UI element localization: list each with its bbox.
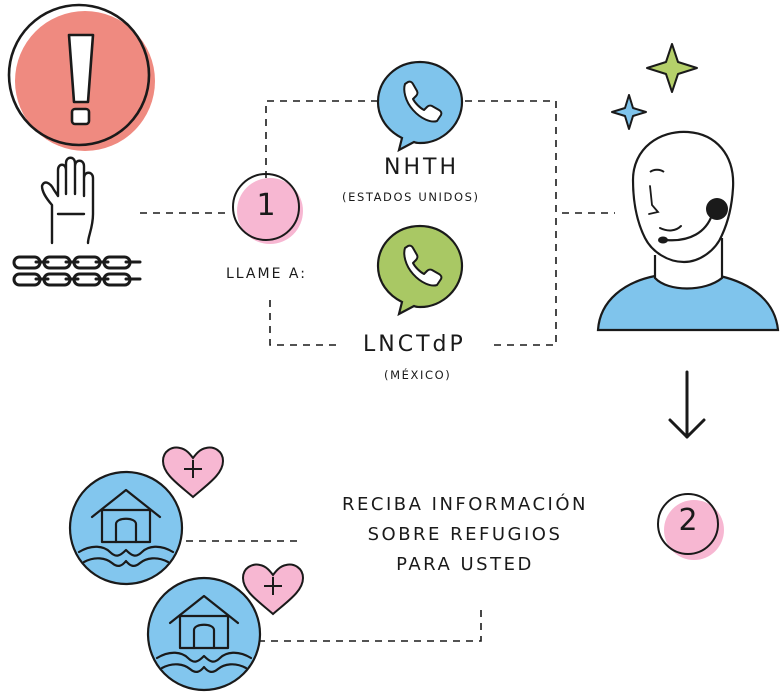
call-to-label: LLAME A: xyxy=(226,266,307,282)
hotline-name-nhth: NHTH xyxy=(384,155,459,180)
chained-hand-icon xyxy=(12,156,142,287)
info-line: RECIBA INFORMACIÓN xyxy=(342,494,588,515)
shelter-info-text: RECIBA INFORMACIÓN SOBRE REFUGIOS PARA U… xyxy=(300,490,630,580)
heart-plus-icon xyxy=(241,563,305,616)
shelter-house-icon xyxy=(68,470,184,586)
phone-bubble-blue-icon xyxy=(376,60,464,153)
step1-badge xyxy=(232,173,303,244)
hotline-name-lnctdp: LNCTdP xyxy=(363,332,466,357)
exclamation-icon xyxy=(7,3,155,151)
heart-plus-icon xyxy=(161,446,225,499)
hotline-region-mx: (MÉXICO) xyxy=(384,368,452,382)
sparkle-icons xyxy=(611,43,698,130)
shelter-house-icon xyxy=(146,576,262,692)
connector-step1-to-nhth xyxy=(265,100,378,178)
step2-number: 2 xyxy=(678,503,698,538)
step1-number: 1 xyxy=(256,188,276,223)
info-line: SOBRE REFUGIOS xyxy=(367,524,563,545)
arrow-down-icon xyxy=(668,370,706,439)
connector-right-loop xyxy=(465,100,557,346)
connector-shelter2 xyxy=(258,606,482,642)
step2-badge xyxy=(657,493,724,560)
info-line: PARA USTED xyxy=(396,554,534,575)
headset-operator-icon xyxy=(596,130,780,332)
hotline-region-us: (ESTADOS UNIDOS) xyxy=(342,190,480,204)
connector-lines xyxy=(140,100,615,642)
phone-bubble-green-icon xyxy=(376,224,464,317)
connector-step1-to-lnctdp xyxy=(269,300,340,346)
